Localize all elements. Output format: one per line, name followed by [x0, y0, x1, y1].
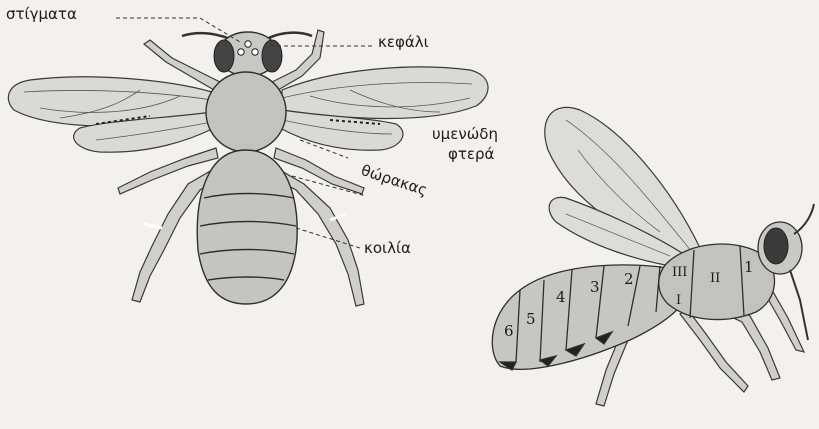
segment-5: 5: [526, 310, 536, 328]
segment-4: 4: [556, 288, 566, 306]
thorax-segment-I: I: [676, 293, 681, 308]
label-stigmata: στίγματα: [6, 6, 77, 23]
head-top-view: [214, 32, 282, 76]
abdomen-top-view: [197, 150, 297, 304]
segment-3: 3: [590, 278, 600, 296]
side-view-wings: [545, 107, 700, 268]
thorax-top-view: [206, 72, 286, 152]
segment-6: 6: [504, 322, 514, 340]
label-wings-line2: φτερά: [448, 146, 494, 163]
right-forewing: [282, 67, 488, 119]
label-abdomen: κοιλία: [364, 240, 411, 257]
segment-1: 1: [744, 258, 754, 276]
thorax-segment-II: II: [710, 271, 720, 286]
label-head: κεφάλι: [378, 34, 429, 51]
label-wings-line1: υμενώδη: [432, 126, 498, 143]
segment-2: 2: [624, 270, 634, 288]
thorax-segment-III: III: [672, 265, 687, 280]
